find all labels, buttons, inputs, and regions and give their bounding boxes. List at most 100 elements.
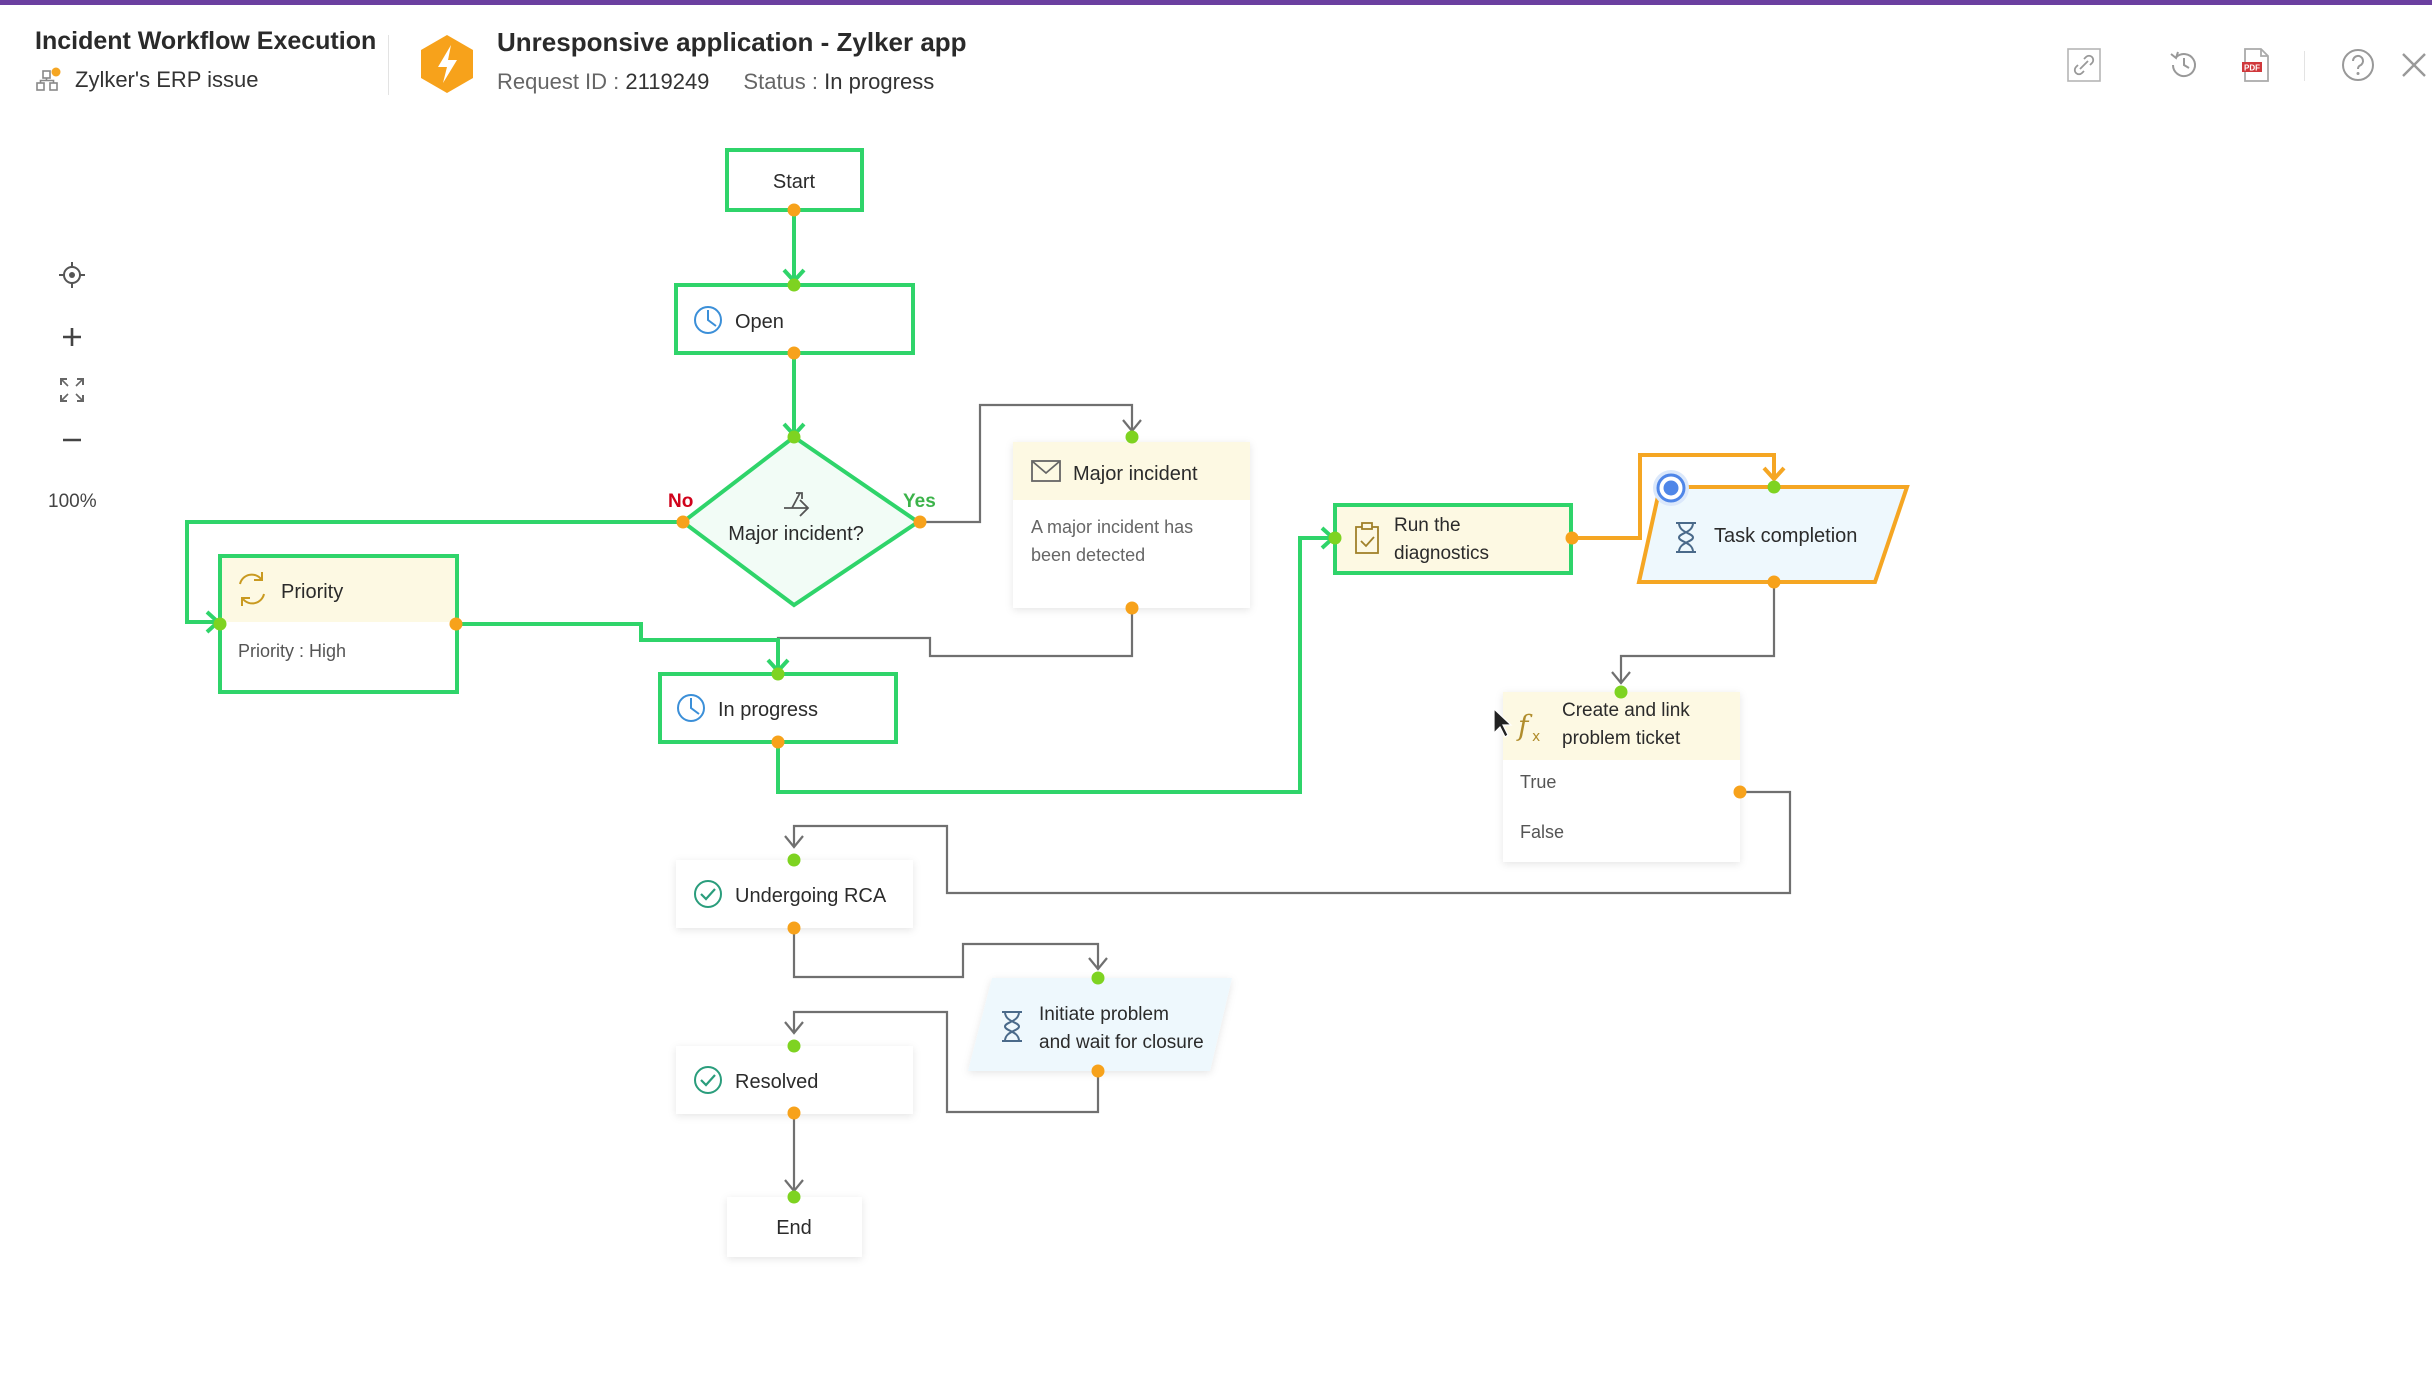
decision-yes-label: Yes: [903, 491, 936, 512]
create-link-line2: problem ticket: [1562, 728, 1681, 749]
workflow-subtitle: Zylker's ERP issue: [35, 67, 259, 93]
node-resolved[interactable]: [676, 1046, 913, 1114]
clipboard-icon: [1355, 522, 1379, 554]
check-circle-icon: [694, 880, 722, 908]
svg-text:x: x: [1532, 729, 1540, 745]
arrow-head: [784, 1021, 804, 1035]
node-resolved-content: Resolved: [694, 1066, 818, 1094]
connector-dots-orange: [449, 203, 1781, 1120]
port-out: [771, 735, 785, 749]
toolbar-divider: [2304, 51, 2305, 81]
edge-initiate-to-resolved: [792, 1010, 1100, 1114]
arrow-head: [1611, 671, 1631, 685]
port-out: [449, 617, 463, 631]
priority-title: Priority: [281, 581, 343, 603]
header-toolbar: PDF: [2032, 45, 2432, 85]
header-divider: [388, 35, 389, 95]
major-incident-body-line1: A major incident has: [1031, 517, 1193, 537]
port-out: [787, 203, 801, 217]
link-icon[interactable]: [2064, 45, 2104, 85]
incident-lightning-icon: [421, 35, 473, 93]
node-in-progress[interactable]: In progress: [658, 672, 898, 744]
create-link-true: True: [1520, 772, 1556, 792]
node-end-label: End: [776, 1217, 812, 1239]
node-initiate-content: Initiate problem and wait for closure: [1002, 1004, 1204, 1053]
zoom-out-icon[interactable]: [48, 420, 96, 460]
header: Incident Workflow Execution Zylker's ERP…: [0, 5, 2432, 105]
node-task-completion[interactable]: Task completion: [1636, 485, 1910, 584]
node-initiate-problem[interactable]: [968, 978, 1232, 1071]
node-end[interactable]: [727, 1197, 862, 1257]
port-out: [787, 921, 801, 935]
task-completion-label: Task completion: [1714, 525, 1857, 547]
edge-diagnostics-to-task: [1572, 453, 1776, 540]
create-link-false: False: [1520, 822, 1564, 842]
request-status: Status : In progress: [743, 69, 934, 95]
port-out: [787, 1106, 801, 1120]
initiate-line1: Initiate problem: [1039, 1004, 1169, 1025]
request-id-label: Request ID :: [497, 69, 620, 94]
locate-icon[interactable]: [48, 255, 96, 295]
node-create-link[interactable]: [1503, 692, 1740, 862]
executed-edges: [185, 210, 1336, 794]
node-create-link-content: f x Create and link problem ticket True …: [1516, 700, 1690, 842]
pdf-icon[interactable]: PDF: [2236, 45, 2276, 85]
zoom-level: 100%: [48, 491, 97, 512]
svg-text:PDF: PDF: [2244, 64, 2260, 73]
port-in: [1091, 971, 1105, 985]
initiate-line2: and wait for closure: [1039, 1032, 1204, 1053]
node-decision-label: Major incident?: [728, 523, 864, 545]
port-out: [1091, 1064, 1105, 1078]
port-in: [1125, 430, 1139, 444]
node-start[interactable]: Start: [725, 148, 864, 212]
priority-body: Priority : High: [238, 641, 346, 661]
help-icon[interactable]: [2338, 45, 2378, 85]
close-icon[interactable]: [2394, 45, 2432, 85]
resolved-label: Resolved: [735, 1071, 818, 1093]
hourglass-icon: [1002, 1011, 1022, 1042]
node-major-incident-content: Major incident A major incident has been…: [1031, 460, 1198, 565]
current-step-marker: [1653, 470, 1689, 506]
fit-screen-icon[interactable]: [48, 370, 96, 410]
port-in: [771, 667, 785, 681]
top-accent-bar: [0, 0, 2432, 5]
workflow-title: Incident Workflow Execution: [35, 27, 377, 55]
mouse-cursor: [1493, 707, 1513, 738]
port-out: [1565, 531, 1579, 545]
node-major-incident[interactable]: [1013, 442, 1250, 608]
port-out: [787, 346, 801, 360]
major-incident-title: Major incident: [1073, 463, 1198, 485]
port-in: [1614, 685, 1628, 699]
node-run-diagnostics[interactable]: Run the diagnostics: [1333, 503, 1573, 575]
status-value: In progress: [824, 69, 935, 94]
zoom-in-icon[interactable]: [48, 317, 96, 357]
node-decision[interactable]: Major incident? No Yes: [668, 434, 936, 608]
workflow-subtitle-text: Zylker's ERP issue: [75, 67, 259, 92]
history-icon[interactable]: [2164, 45, 2204, 85]
create-link-line1: Create and link: [1562, 700, 1690, 721]
current-edges: [1572, 453, 1786, 540]
connector-dots-green: [213, 278, 1781, 1204]
node-undergoing-rca-content: Undergoing RCA: [694, 880, 887, 908]
port-in: [1767, 480, 1781, 494]
diagnostics-line2: diagnostics: [1394, 543, 1489, 564]
port-out: [1733, 785, 1747, 799]
port-in: [787, 1190, 801, 1204]
request-id-value: 2119249: [625, 69, 710, 94]
decision-branch-icon: [784, 492, 810, 517]
edge-task-arrow: [1762, 466, 1786, 482]
decision-no-label: No: [668, 491, 693, 512]
port-in: [787, 278, 801, 292]
edge-major-incident-to-in-progress: [776, 608, 1134, 672]
port-in: [1328, 531, 1342, 545]
edge-priority-to-in-progress: [456, 622, 780, 672]
node-undergoing-rca[interactable]: [676, 860, 913, 928]
node-in-progress-label: In progress: [718, 699, 818, 721]
node-open[interactable]: Open: [674, 283, 915, 355]
node-priority[interactable]: Priority Priority : High: [218, 554, 459, 694]
port-out: [1767, 575, 1781, 589]
port-in: [787, 430, 801, 444]
edge-create-link-true-to-rca: [792, 790, 1792, 895]
request-meta: Request ID : 2119249 Status : In progres…: [497, 69, 934, 95]
